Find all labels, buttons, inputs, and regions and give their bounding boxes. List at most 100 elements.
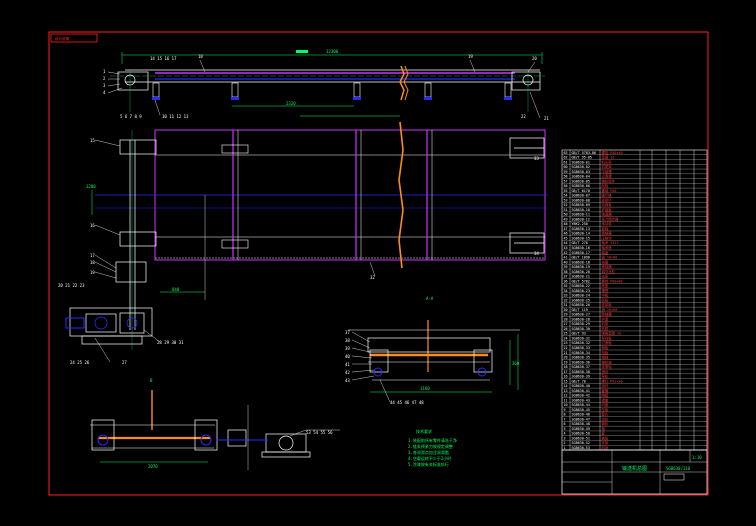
svg-text:32: 32: [370, 275, 375, 280]
title-block: 输送机总图 SGB630/110 1:10: [561, 449, 708, 495]
parts-cell-name: 滑块: [602, 369, 609, 374]
svg-text:5 6 7 8 9: 5 6 7 8 9: [120, 114, 142, 119]
svg-text:17: 17: [90, 253, 95, 258]
parts-cell-code: SGB630-53: [572, 446, 590, 450]
parts-cell-no: 7: [564, 417, 566, 421]
dim-section-height: 360: [512, 361, 520, 366]
parts-cell-code: SGB630-19: [572, 265, 590, 269]
parts-cell-name: 紧链器: [602, 264, 613, 269]
parts-cell-code: SGB630-50: [572, 432, 590, 436]
svg-text:38: 38: [345, 338, 350, 343]
parts-cell-name: 键 18×80: [602, 255, 618, 260]
svg-text:39: 39: [345, 346, 350, 351]
section-view: A-A 1160 360 37 38 39 40 41: [345, 296, 520, 405]
svg-text:16: 16: [90, 223, 95, 228]
parts-cell-code: SGB630-34: [572, 351, 590, 355]
parts-cell-code: SGB630-18: [572, 260, 590, 264]
parts-cell-no: 25: [564, 332, 568, 336]
parts-cell-name: 垫片: [602, 412, 609, 417]
parts-cell-code: GB/T 93: [572, 332, 586, 336]
parts-cell-name: 连接环: [602, 197, 613, 202]
parts-cell-no: 14: [564, 384, 568, 388]
parts-cell-name: 过渡槽: [602, 174, 613, 179]
parts-cell-code: SGB630-39: [572, 375, 590, 379]
parts-cell-name: 机头架: [602, 159, 613, 164]
parts-cell-no: 33: [564, 294, 568, 298]
parts-cell-name: 轴: [602, 426, 606, 431]
parts-cell-code: SGB630-40: [572, 384, 590, 388]
parts-cell-name: 护罩: [602, 316, 609, 321]
parts-cell-code: SGB630-01: [572, 160, 590, 164]
parts-cell-name: 连接板: [602, 302, 613, 307]
parts-cell-code: SGB630-45: [572, 408, 590, 412]
tech-note-3: 3.各润滑点加注润滑脂: [408, 449, 449, 455]
svg-text:4: 4: [103, 90, 106, 95]
parts-cell-name: 联轴器: [602, 312, 613, 317]
parts-cell-code: SGB630-51: [572, 436, 590, 440]
svg-text:18: 18: [198, 54, 203, 59]
parts-cell-no: 29: [564, 313, 568, 317]
svg-text:40: 40: [345, 354, 350, 359]
parts-cell-no: 9: [564, 408, 566, 412]
parts-cell-no: 10: [564, 403, 568, 407]
parts-cell-name: 支座: [602, 274, 609, 279]
svg-text:42: 42: [345, 370, 350, 375]
parts-cell-code: GB/T 276: [572, 241, 588, 245]
parts-cell-no: 21: [564, 351, 568, 355]
parts-cell-code: SGB630-28: [572, 317, 590, 321]
svg-text:A-A: A-A: [426, 296, 434, 301]
parts-cell-name: 导向板: [602, 335, 613, 340]
parts-cell-code: GB/T 6170: [572, 189, 590, 193]
dim-top-overall: 12300: [326, 49, 339, 54]
parts-cell-code: YBK2-250: [572, 222, 588, 226]
parts-cell-no: 46: [564, 232, 568, 236]
parts-cell-code: GB/T 1096: [572, 256, 590, 260]
parts-cell-no: 34: [564, 289, 568, 293]
parts-cell-no: 47: [564, 227, 568, 231]
parts-cell-code: SGB630-13: [572, 227, 590, 231]
parts-cell-no: 41: [564, 256, 568, 260]
parts-cell-code: SGB630-22: [572, 284, 590, 288]
parts-cell-name: 中部槽: [602, 169, 613, 174]
parts-cell-name: 圆环链: [602, 193, 613, 198]
parts-cell-no: 51: [564, 208, 568, 212]
parts-cell-name: 导轨: [602, 374, 609, 379]
parts-cell-name: 铲煤板: [602, 207, 613, 212]
parts-cell-name: 隔套: [602, 393, 609, 398]
dim-top-span: 2320: [286, 101, 296, 106]
parts-cell-code: SGB630-48: [572, 422, 590, 426]
parts-cell-code: SGB630-37: [572, 365, 590, 369]
parts-cell-code: SGB630-04: [572, 175, 590, 179]
svg-text:27: 27: [122, 360, 127, 365]
parts-cell-no: 24: [564, 336, 568, 340]
svg-text:15: 15: [90, 138, 95, 143]
title-scale: 1:10: [692, 455, 702, 460]
parts-cell-name: 刮板: [602, 183, 609, 188]
parts-cell-code: SGB630-49: [572, 427, 590, 431]
parts-cell-code: SGB630-44: [572, 403, 590, 407]
parts-cell-no: 45: [564, 236, 568, 240]
sheet-tag-box: [50, 33, 98, 43]
parts-cell-name: 齿轮: [602, 416, 609, 421]
svg-text:43: 43: [345, 378, 350, 383]
svg-text:B: B: [150, 378, 153, 383]
parts-cell-name: 闷盖: [602, 402, 609, 407]
parts-cell-name: 挡板: [602, 350, 609, 355]
parts-cell-name: 链轮轴: [602, 359, 613, 364]
parts-cell-name: 轴承座: [602, 245, 613, 250]
dim-plan-offset: 840: [172, 287, 180, 292]
parts-cell-no: 22: [564, 346, 568, 350]
parts-cell-no: 18: [564, 365, 568, 369]
parts-cell-no: 62: [564, 156, 568, 160]
parts-cell-no: 37: [564, 275, 568, 279]
parts-cell-code: SGB630-29: [572, 322, 590, 326]
parts-cell-no: 56: [564, 184, 568, 188]
parts-cell-code: SGB630-08: [572, 198, 590, 202]
parts-cell-name: 挡煤板: [602, 202, 613, 207]
parts-cell-no: 35: [564, 284, 568, 288]
bottom-view: B 2070 53 54 55 56: [90, 378, 340, 470]
parts-cell-no: 40: [564, 260, 568, 264]
parts-cell-name: 中板: [602, 293, 609, 298]
